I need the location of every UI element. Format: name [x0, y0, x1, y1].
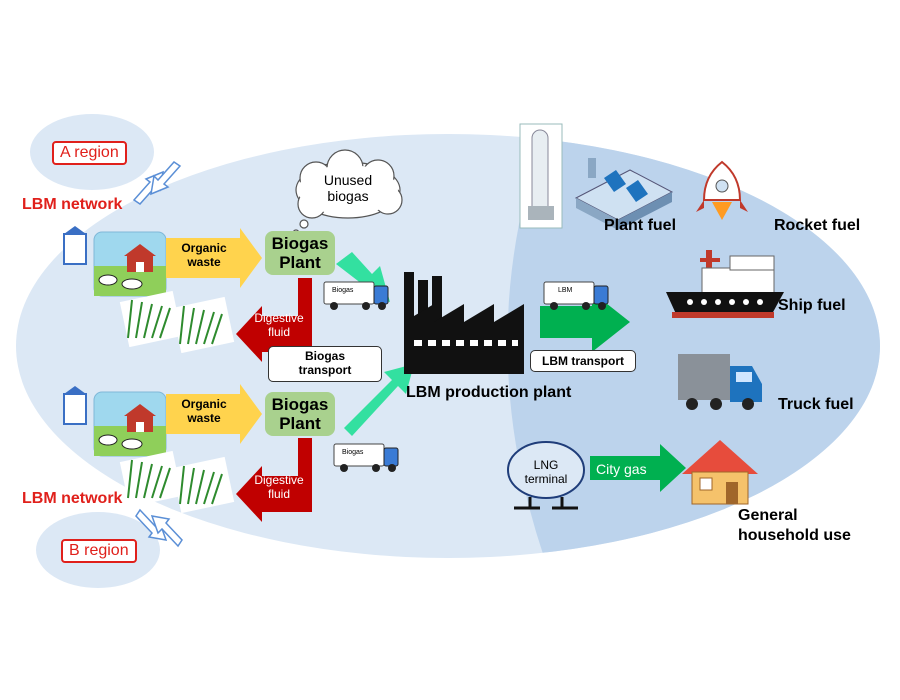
biogas-truck-bottom [333, 443, 399, 472]
lng-terminal-label: LNG terminal [524, 458, 568, 486]
network-arrows-bottom [135, 508, 183, 548]
biogas-arrow-bottom [344, 364, 414, 436]
lng-tank-icon [519, 123, 563, 229]
truck-fuel-label: Truck fuel [778, 396, 854, 413]
city-gas-arrow [590, 444, 686, 492]
organic-waste-arrow-top [166, 228, 262, 288]
ship-fuel-label: Ship fuel [778, 297, 846, 314]
grass-icon-top [119, 290, 235, 354]
truck-icon [678, 354, 762, 410]
digestive-fluid-arrow-top [236, 278, 312, 362]
house-icon [682, 440, 758, 505]
organic-waste-label-bottom: Organic waste [181, 397, 227, 425]
lbm-transport-label: LBM transport [530, 350, 636, 372]
farm-icon-top [63, 226, 167, 297]
farm-icon-bottom [63, 386, 167, 457]
lbm-network-label-bottom: LBM network [22, 490, 123, 507]
unused-biogas-label: Unused biogas [323, 172, 373, 204]
lbm-truck [543, 281, 609, 310]
organic-waste-arrow-bottom [166, 384, 262, 444]
truck-label-biogas-top: Biogas [332, 287, 354, 294]
network-arrows-top [132, 161, 182, 205]
biogas-plant-bottom: Biogas Plant [265, 392, 335, 436]
grass-icon-bottom [119, 450, 235, 514]
rocket-fuel-label: Rocket fuel [774, 217, 861, 234]
b-region-label: B region [61, 539, 137, 563]
rocket-icon [696, 160, 748, 220]
lbm-production-plant-label: LBM production plant [406, 384, 572, 401]
end-use-zone [507, 134, 880, 558]
digestive-fluid-label-bottom: Digestive fluid [254, 473, 304, 501]
lbm-transport-arrow [540, 292, 630, 352]
biogas-transport-label: Biogas transport [268, 346, 382, 382]
biogas-truck-top [323, 281, 389, 310]
organic-waste-label-top: Organic waste [181, 241, 227, 269]
plant-fuel-icon [574, 158, 674, 230]
plant-fuel-label: Plant fuel [604, 217, 677, 234]
lng-terminal-icon [507, 441, 585, 510]
digestive-fluid-arrow-bottom [236, 438, 312, 522]
a-region-label: A region [52, 141, 127, 165]
city-gas-label: City gas [596, 461, 647, 477]
ship-icon [666, 250, 784, 318]
lbm-network-label-top: LBM network [22, 196, 123, 213]
factory-icon [404, 272, 524, 374]
biogas-plant-top: Biogas Plant [265, 231, 335, 275]
unused-biogas-cloud [292, 149, 403, 237]
digestive-fluid-label-top: Digestive fluid [254, 311, 304, 339]
truck-label-biogas-bottom: Biogas [342, 449, 364, 456]
truck-label-lbm: LBM [558, 287, 573, 294]
household-use-label: General household use [738, 507, 851, 544]
